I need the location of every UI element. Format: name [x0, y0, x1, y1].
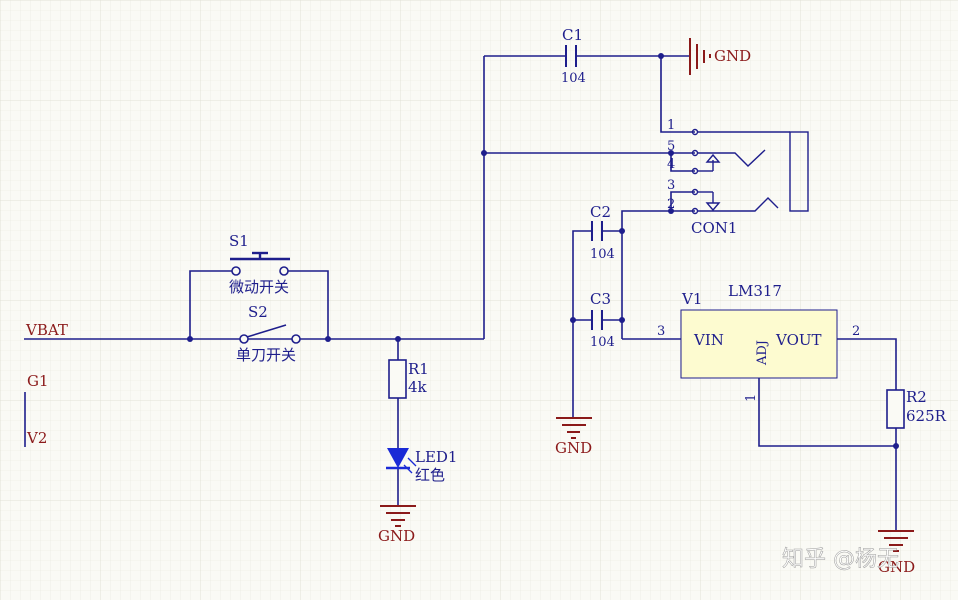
gnd-label-c1: GND: [714, 47, 751, 65]
v1-pin-num-vout: 2: [852, 324, 860, 339]
capacitor-c2[interactable]: C2 104: [590, 203, 615, 262]
led1-designator: LED1: [415, 448, 457, 466]
junctions: [187, 53, 899, 449]
ground-symbol-c1: [689, 38, 711, 75]
s1-designator: S1: [229, 232, 249, 250]
watermark: 知乎 @杨无: [782, 547, 899, 572]
v1-pin-vin: VIN: [693, 331, 724, 349]
v1-pin-adj: ADJ: [755, 340, 770, 366]
switch-s1[interactable]: S1 微动开关: [229, 232, 290, 296]
v1-pin-num-vin: 3: [657, 324, 665, 339]
capacitor-c3[interactable]: C3 104: [590, 290, 615, 350]
net-label-v2: V2: [26, 429, 47, 447]
s2-designator: S2: [248, 303, 268, 321]
c3-value: 104: [590, 335, 615, 350]
c1-value: 104: [561, 71, 586, 86]
regulator-v1[interactable]: V1 LM317 VIN VOUT ADJ 3 2 1: [657, 282, 860, 402]
gnd-label-left: GND: [555, 439, 592, 457]
gnd-label-led: GND: [378, 527, 415, 545]
resistor-r2[interactable]: R2 625R: [886, 388, 947, 429]
switch-s2[interactable]: S2 单刀开关: [236, 303, 301, 364]
connector-con1[interactable]: 1 5 4 3 2 CON1: [667, 118, 809, 237]
con1-pin-3: 3: [667, 178, 675, 193]
r2-designator: R2: [906, 388, 927, 406]
led1-value: 红色: [415, 466, 445, 484]
net-label-g1: G1: [27, 372, 49, 390]
v1-designator: V1: [681, 290, 702, 308]
c2-designator: C2: [590, 203, 611, 221]
con1-pin-4: 4: [667, 157, 675, 172]
con1-designator: CON1: [691, 219, 737, 237]
s2-value: 单刀开关: [236, 346, 296, 364]
ground-symbol-right: [878, 530, 914, 552]
c3-designator: C3: [590, 290, 611, 308]
resistor-r1[interactable]: R1 4k: [388, 359, 429, 399]
s1-value: 微动开关: [229, 278, 289, 296]
ground-symbol-led: [380, 505, 416, 527]
v1-pin-num-adj: 1: [744, 394, 759, 402]
net-label-vbat: VBAT: [25, 321, 68, 339]
r2-value: 625R: [906, 407, 947, 425]
r1-designator: R1: [408, 360, 429, 378]
con1-pin-5: 5: [667, 139, 675, 154]
c2-value: 104: [590, 247, 615, 262]
v1-pin-vout: VOUT: [775, 331, 822, 349]
led-led1[interactable]: LED1 红色: [386, 448, 457, 484]
capacitor-c1[interactable]: C1 104: [561, 26, 586, 86]
r1-value: 4k: [408, 378, 428, 396]
c1-designator: C1: [562, 26, 583, 44]
con1-pin-1: 1: [667, 118, 675, 133]
gnd-label-right: GND: [878, 558, 915, 576]
con1-pin-2: 2: [667, 197, 675, 212]
v1-part: LM317: [728, 282, 782, 300]
wires: [24, 55, 897, 531]
ground-symbol-left: [556, 417, 592, 439]
